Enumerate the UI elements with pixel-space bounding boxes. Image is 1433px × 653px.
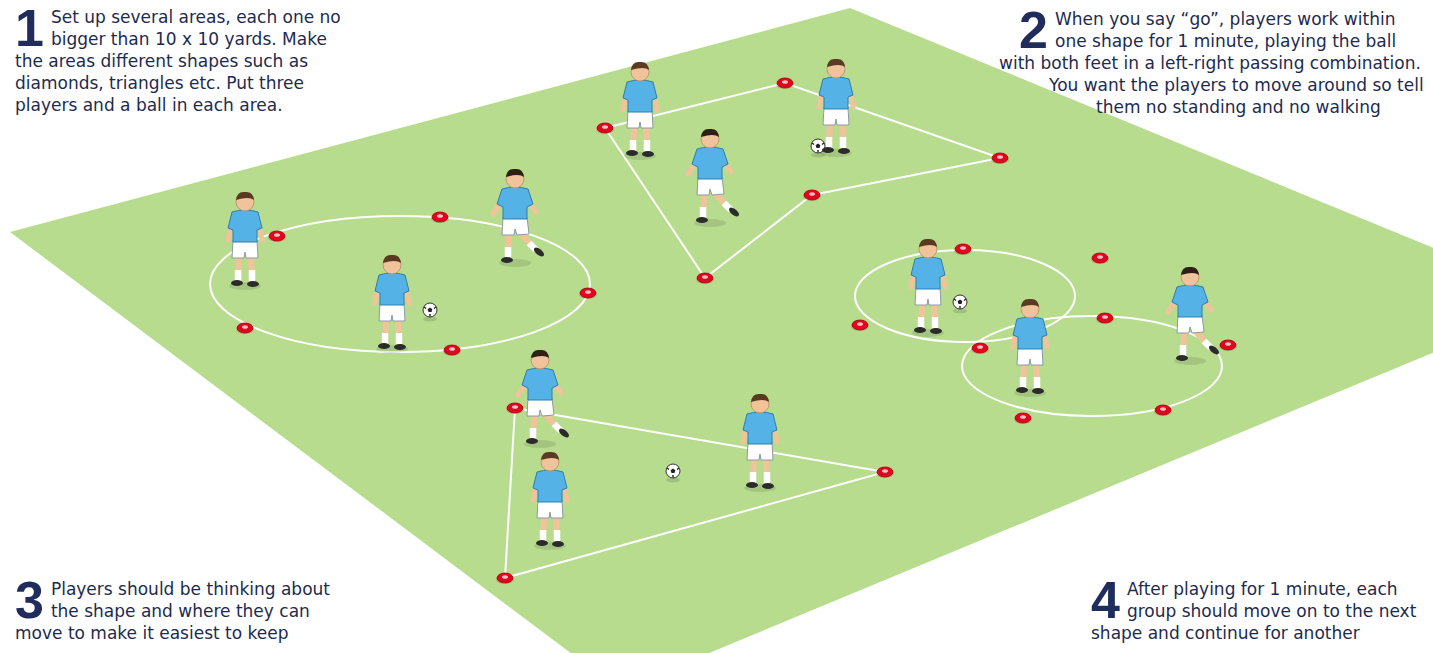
- instruction-block: 2 When you say “go”, players work within…: [999, 8, 1429, 188]
- instruction-text: When you say “go”, players work within o…: [999, 9, 1424, 117]
- balls: [423, 139, 967, 483]
- instruction-block: 3 Players should be thinking about the s…: [15, 578, 350, 644]
- instruction-text: After playing for 1 minute, each group s…: [1091, 579, 1416, 643]
- players: [228, 59, 1221, 550]
- instruction-text: Players should be thinking about the sha…: [15, 579, 330, 643]
- step-number: 3: [15, 578, 44, 622]
- pitch: [10, 8, 1433, 653]
- cones: [236, 78, 1237, 584]
- instruction-text: Set up several areas, each one no bigger…: [15, 7, 341, 115]
- area-lines: [210, 83, 1222, 578]
- step-number: 1: [15, 6, 44, 50]
- instruction-block: 4 After playing for 1 minute, each group…: [1091, 578, 1429, 644]
- step-number: 4: [1091, 578, 1120, 622]
- instruction-block: 1 Set up several areas, each one no bigg…: [15, 6, 360, 116]
- step-number: 2: [1019, 8, 1048, 52]
